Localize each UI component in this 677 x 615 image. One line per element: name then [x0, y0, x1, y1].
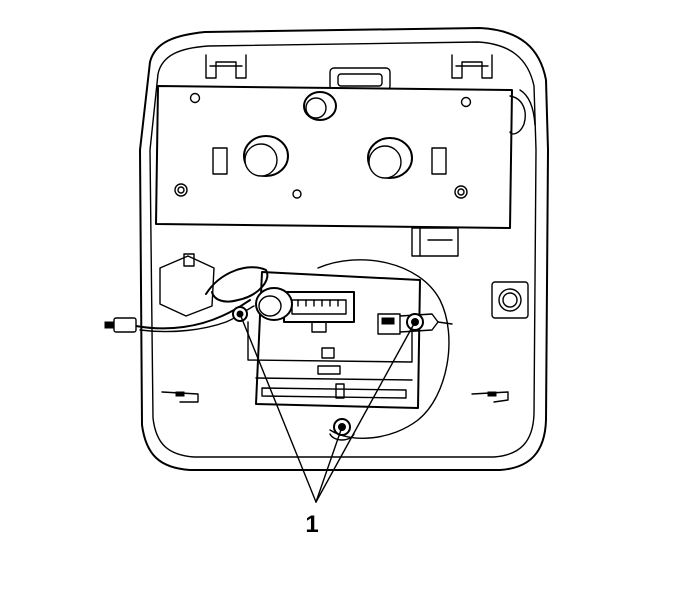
right-connector: [377, 313, 453, 335]
board-connector-block: [411, 227, 459, 257]
wiring-harness: [104, 253, 269, 333]
bottom-retaining-clips: [161, 391, 509, 403]
callout-1-label: 1: [305, 511, 319, 538]
lower-bracket: [247, 259, 450, 439]
lamp-circuit-board: [155, 85, 513, 229]
console-housing: [139, 27, 549, 471]
top-retaining-clips: [205, 54, 493, 91]
callout-leader-lines: [239, 313, 416, 503]
lamp-bulbs: [243, 91, 526, 179]
left-round-switch: [255, 287, 293, 321]
center-connector: [283, 291, 355, 333]
right-side-button: [491, 281, 529, 319]
